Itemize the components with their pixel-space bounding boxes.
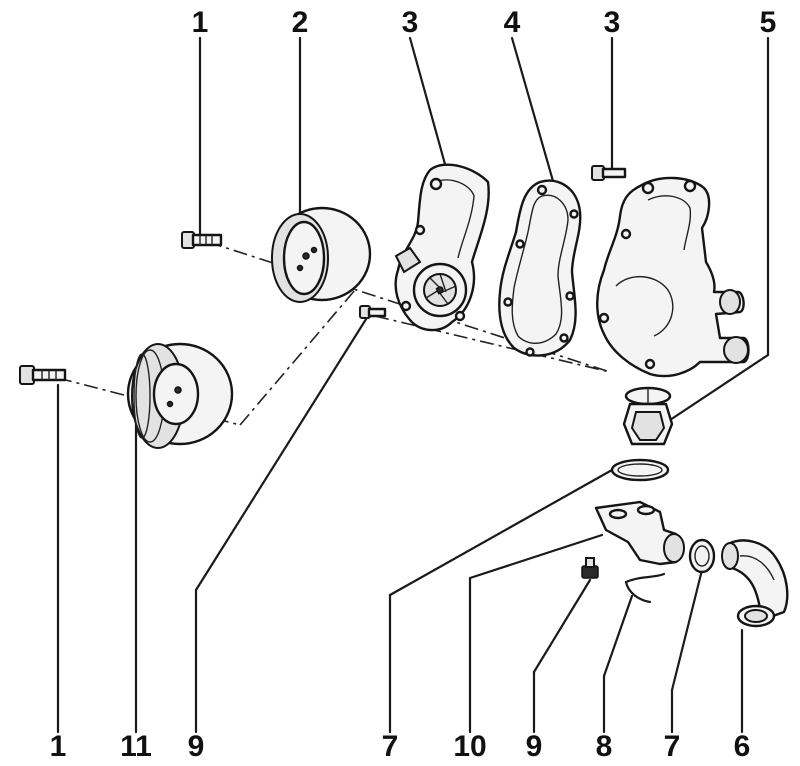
small-pulley: [271, 206, 372, 303]
callout-bottom-6: 9: [526, 730, 543, 763]
bolt-left: [19, 365, 67, 385]
callouts-top: 1 2 3 4 3 5: [192, 6, 777, 39]
callouts-bottom: 1 11 9 7 10 9 8 7 6: [50, 730, 751, 763]
bolt-top: [181, 231, 223, 249]
callout-bottom-9: 6: [734, 730, 751, 763]
small-bolt-upper: [359, 305, 387, 319]
hose-elbow: [721, 539, 789, 628]
callout-top-3: 3: [402, 6, 419, 39]
callout-bottom-2: 11: [120, 730, 152, 763]
small-bolt-housing: [591, 165, 627, 181]
callout-bottom-8: 7: [664, 730, 681, 763]
callout-bottom-3: 9: [188, 730, 205, 763]
callout-bottom-1: 1: [50, 730, 67, 763]
large-pulley: [126, 342, 234, 449]
coolant-flange: [594, 500, 685, 566]
callout-top-5: 3: [604, 6, 621, 39]
water-pump: [394, 163, 490, 332]
o-ring-lower: [688, 538, 716, 574]
small-plug-lower: [581, 557, 599, 579]
gasket: [498, 179, 582, 357]
callout-top-6: 5: [760, 6, 777, 39]
o-ring-upper: [610, 458, 670, 482]
callout-top-1: 1: [192, 6, 209, 39]
thermostat: [622, 386, 674, 446]
callout-bottom-7: 8: [596, 730, 613, 763]
retaining-clip: [624, 572, 666, 604]
callout-top-4: 4: [504, 6, 521, 39]
callout-bottom-5: 10: [453, 730, 486, 763]
callout-bottom-4: 7: [382, 730, 399, 763]
pump-housing: [596, 176, 750, 378]
callout-top-2: 2: [292, 6, 309, 39]
